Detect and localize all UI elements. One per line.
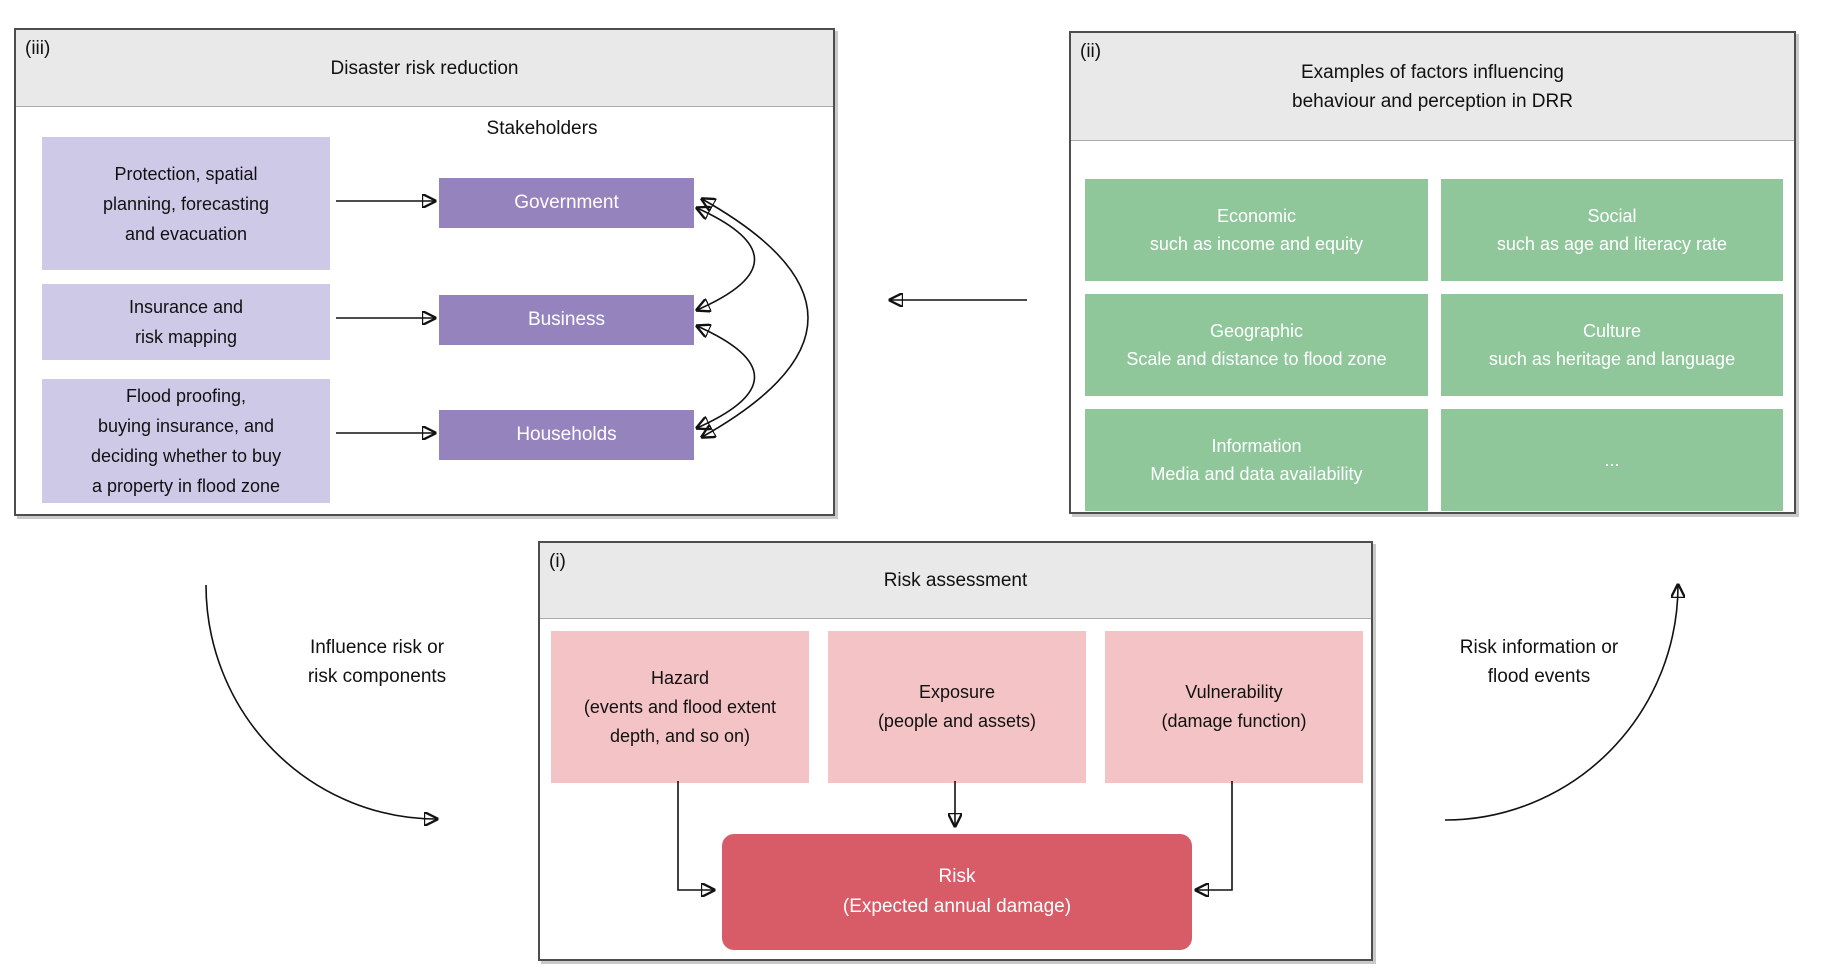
panel-risk-assessment: (i) Risk assessment Hazard (events and f… xyxy=(538,541,1373,961)
component-subtitle: (damage function) xyxy=(1161,711,1307,731)
arrow-influence-curve xyxy=(205,584,437,819)
factor-title: Information xyxy=(1211,436,1302,456)
influence-risk-label: Influence risk or risk components xyxy=(307,637,447,687)
panel-factors-title: Examples of factors influencing behaviou… xyxy=(1292,61,1573,112)
factor-box-social: Social such as age and literacy rate xyxy=(1441,179,1783,281)
factor-title: Culture xyxy=(1582,321,1642,341)
measure-box-protection: Protection, spatial planning, forecastin… xyxy=(42,137,330,270)
component-subtitle: (events and flood extent depth, and so o… xyxy=(583,696,777,746)
panel-factors-influencing-drr: (ii) Examples of factors influencing beh… xyxy=(1069,31,1796,514)
factor-subtitle: such as income and equity xyxy=(1149,234,1364,254)
panel-tag-iii: (iii) xyxy=(25,38,51,59)
factor-box-culture: Culture such as heritage and language xyxy=(1441,294,1783,396)
panel-factors-header: Examples of factors influencing behaviou… xyxy=(1071,33,1794,141)
panel-disaster-risk-reduction: (iii) Disaster risk reduction Stakeholde… xyxy=(14,28,835,516)
panel-drr-header: Disaster risk reduction xyxy=(16,30,833,107)
factor-box-ellipsis: ... xyxy=(1441,409,1783,511)
arrow-feedback-curve xyxy=(1444,585,1678,821)
risk-result-title: Risk xyxy=(938,866,976,887)
component-subtitle: (people and assets) xyxy=(877,711,1037,731)
factor-title: Geographic xyxy=(1209,321,1304,341)
panel-tag-i: (i) xyxy=(549,551,566,572)
factor-box-economic: Economic such as income and equity xyxy=(1085,179,1428,281)
factor-subtitle: Scale and distance to flood zone xyxy=(1126,349,1387,369)
risk-result-subtitle: (Expected annual damage) xyxy=(842,896,1072,917)
panel-drr-title: Disaster risk reduction xyxy=(330,57,519,79)
stakeholder-box-business: Business xyxy=(439,295,694,345)
measure-box-insurance: Insurance and risk mapping xyxy=(42,284,330,360)
risk-result-box: Risk (Expected annual damage) xyxy=(722,834,1192,950)
panel-risk-title: Risk assessment xyxy=(883,570,1028,591)
component-title: Hazard xyxy=(650,667,710,688)
component-title: Exposure xyxy=(918,682,996,702)
stakeholder-box-government: Government xyxy=(439,178,694,228)
factor-title: ... xyxy=(1604,450,1620,470)
stakeholder-box-households: Households xyxy=(439,410,694,460)
factor-subtitle: such as age and literacy rate xyxy=(1496,234,1728,254)
risk-information-label: Risk information or flood events xyxy=(1459,637,1619,687)
component-title: Vulnerability xyxy=(1185,682,1283,702)
factor-subtitle: such as heritage and language xyxy=(1488,349,1736,369)
stakeholders-label: Stakeholders xyxy=(486,118,598,139)
factor-subtitle: Media and data availability xyxy=(1150,464,1363,484)
panel-risk-header: Risk assessment xyxy=(540,543,1371,619)
factor-title: Economic xyxy=(1216,206,1297,226)
component-box-vulnerability: Vulnerability (damage function) xyxy=(1105,631,1363,783)
factor-box-geographic: Geographic Scale and distance to flood z… xyxy=(1085,294,1428,396)
panel-tag-ii: (ii) xyxy=(1080,41,1102,62)
factor-title: Social xyxy=(1587,206,1637,226)
measure-box-flood-proofing: Flood proofing, buying insurance, and de… xyxy=(42,379,330,503)
factor-box-information: Information Media and data availability xyxy=(1085,409,1428,511)
component-box-exposure: Exposure (people and assets) xyxy=(828,631,1086,783)
component-box-hazard: Hazard (events and flood extent depth, a… xyxy=(551,631,809,783)
